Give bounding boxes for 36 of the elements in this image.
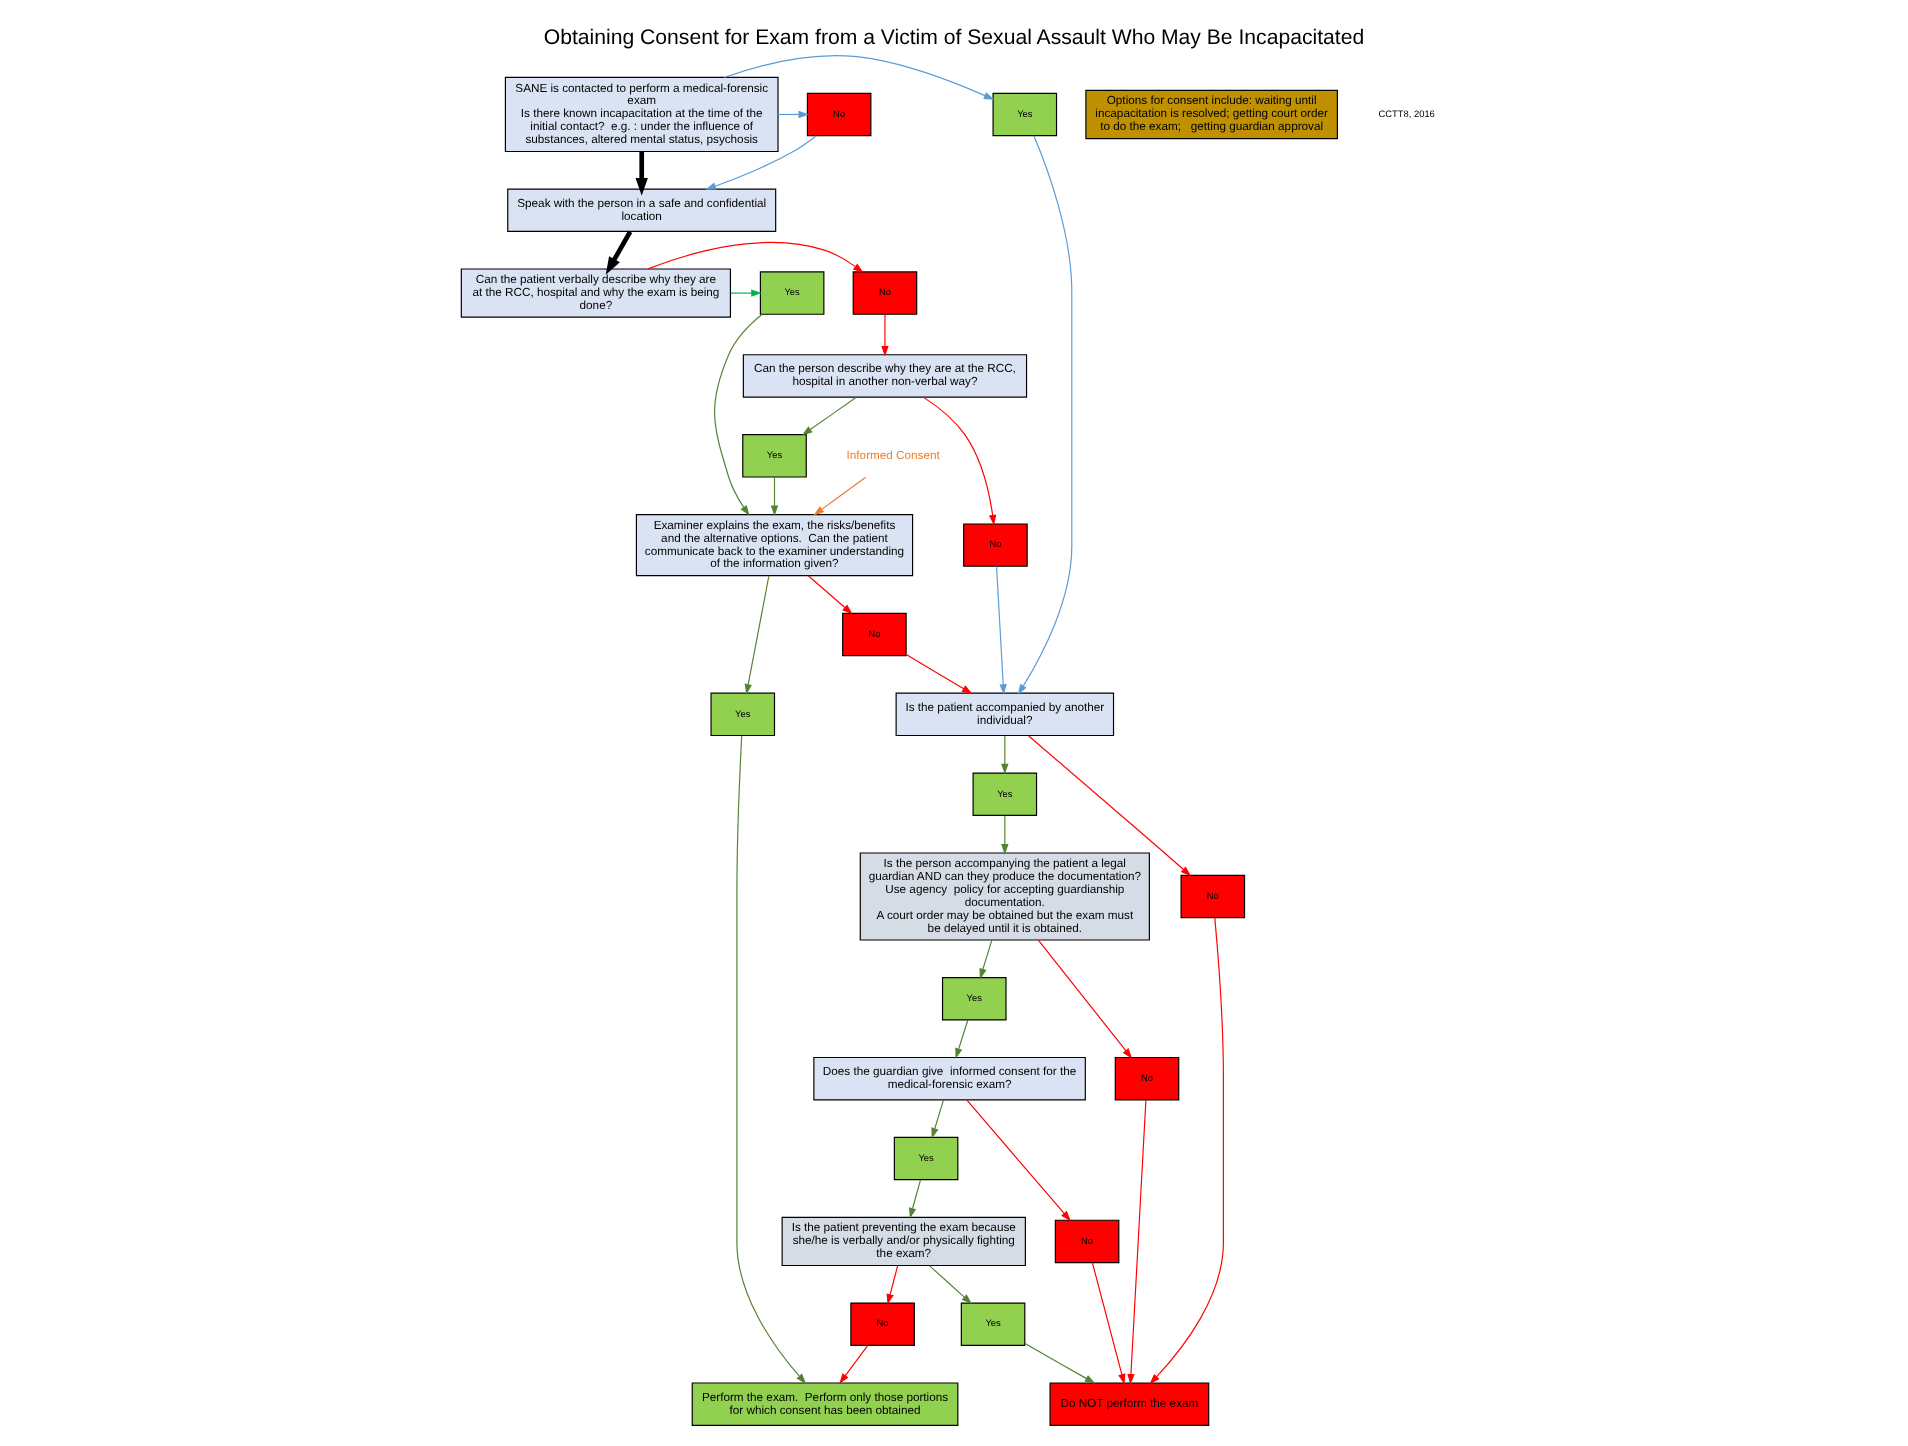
arrow	[770, 475, 779, 516]
arrow	[647, 241, 864, 272]
arrow	[995, 564, 1007, 694]
arrow	[705, 134, 817, 189]
arrow	[1001, 814, 1009, 854]
arrow	[966, 1098, 1071, 1221]
arrow	[777, 109, 810, 118]
arrow	[714, 312, 763, 515]
arrow	[886, 1264, 899, 1304]
arrow	[1024, 1342, 1096, 1383]
arrow	[723, 54, 995, 99]
arrow	[635, 150, 648, 195]
arrow	[922, 395, 997, 525]
arrow	[807, 574, 853, 614]
arrow	[730, 288, 762, 296]
arrow	[1127, 1098, 1147, 1384]
arrow	[1017, 134, 1073, 694]
arrow	[881, 312, 889, 356]
arrow	[736, 734, 807, 1383]
arrow	[839, 1344, 869, 1383]
arrow	[1091, 1260, 1126, 1384]
arrow	[929, 1264, 972, 1304]
arrow	[931, 1098, 944, 1138]
arrow	[979, 938, 993, 979]
arrow	[1028, 734, 1192, 876]
arrow	[1149, 916, 1224, 1384]
diagram-title: Obtaining Consent for Exam from a Victim of Sexual Assault Who May Be Incapacitated	[543, 25, 1365, 50]
arrow	[605, 229, 633, 274]
arrow	[955, 1018, 969, 1058]
arrow	[801, 395, 857, 435]
arrow	[744, 574, 770, 694]
arrow	[909, 1178, 922, 1218]
arrow	[1037, 938, 1133, 1058]
arrow	[905, 653, 973, 693]
arrow	[1001, 734, 1009, 774]
arrow	[813, 475, 867, 515]
